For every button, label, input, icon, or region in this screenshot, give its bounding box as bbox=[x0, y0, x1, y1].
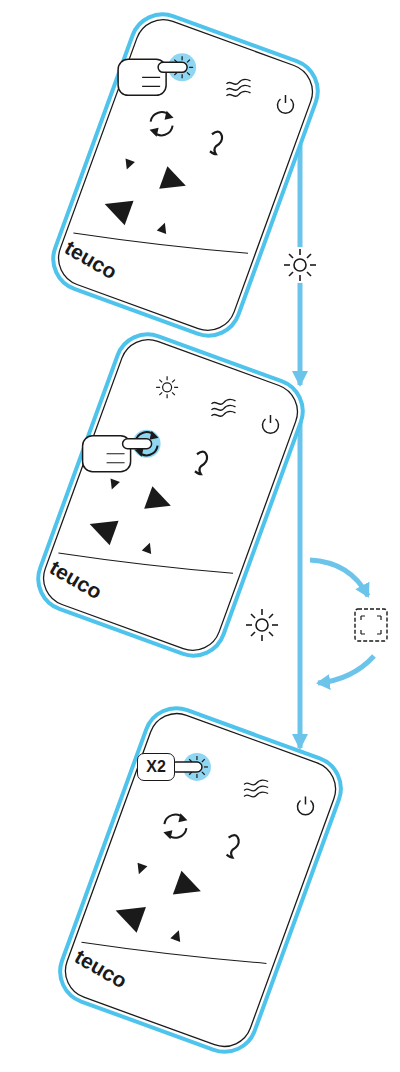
direction-key bbox=[111, 898, 146, 933]
light-button bbox=[156, 376, 178, 398]
cycle-button bbox=[150, 111, 174, 137]
remote-control: teucoX2 bbox=[51, 699, 350, 1061]
music-button bbox=[210, 132, 222, 155]
direction-key bbox=[142, 541, 155, 554]
direction-key bbox=[85, 512, 118, 545]
remote-body bbox=[29, 325, 311, 664]
remote-outline bbox=[51, 12, 321, 338]
pressing-hand bbox=[171, 762, 202, 772]
direction-key bbox=[159, 166, 190, 197]
remote-outline bbox=[29, 325, 311, 664]
direction-key bbox=[100, 192, 133, 225]
cycle-arrow bbox=[318, 656, 374, 683]
cycle-button bbox=[163, 813, 187, 839]
direction-key bbox=[134, 863, 147, 876]
remote-outline bbox=[36, 332, 306, 658]
music-button bbox=[195, 452, 207, 475]
remote-control: teuco bbox=[29, 325, 312, 665]
remote-outline bbox=[58, 706, 344, 1055]
direction-key bbox=[144, 486, 175, 517]
direction-key bbox=[173, 871, 205, 903]
power-button bbox=[297, 796, 313, 814]
steam-button bbox=[211, 399, 235, 416]
press-count-box: X2 bbox=[137, 753, 175, 781]
music-button bbox=[227, 835, 239, 858]
remote-outline bbox=[51, 699, 350, 1060]
remote-body bbox=[44, 5, 326, 344]
direction-key bbox=[170, 928, 183, 941]
cycle-arrow bbox=[310, 560, 368, 596]
steam-button bbox=[244, 780, 268, 797]
light-on-icon bbox=[282, 247, 318, 283]
power-button bbox=[277, 95, 293, 113]
remote-panel-line bbox=[82, 901, 267, 1004]
remote-drawing bbox=[29, 325, 312, 665]
direction-key bbox=[157, 221, 170, 234]
press-count-label: X2 bbox=[146, 758, 166, 776]
remote-drawing bbox=[44, 5, 327, 345]
remote-body bbox=[51, 699, 350, 1060]
flow-arrow bbox=[298, 422, 303, 748]
pressing-hand bbox=[118, 59, 187, 95]
power-button bbox=[262, 415, 278, 433]
direction-key bbox=[122, 158, 135, 171]
pressing-hand bbox=[83, 436, 152, 472]
steam-button bbox=[226, 79, 250, 96]
remote-outline bbox=[44, 5, 326, 344]
light-off-icon bbox=[355, 609, 387, 641]
light-on-icon bbox=[246, 609, 278, 641]
direction-key bbox=[107, 478, 120, 491]
remote-drawing bbox=[51, 699, 350, 1061]
remote-control: teuco bbox=[44, 5, 327, 345]
